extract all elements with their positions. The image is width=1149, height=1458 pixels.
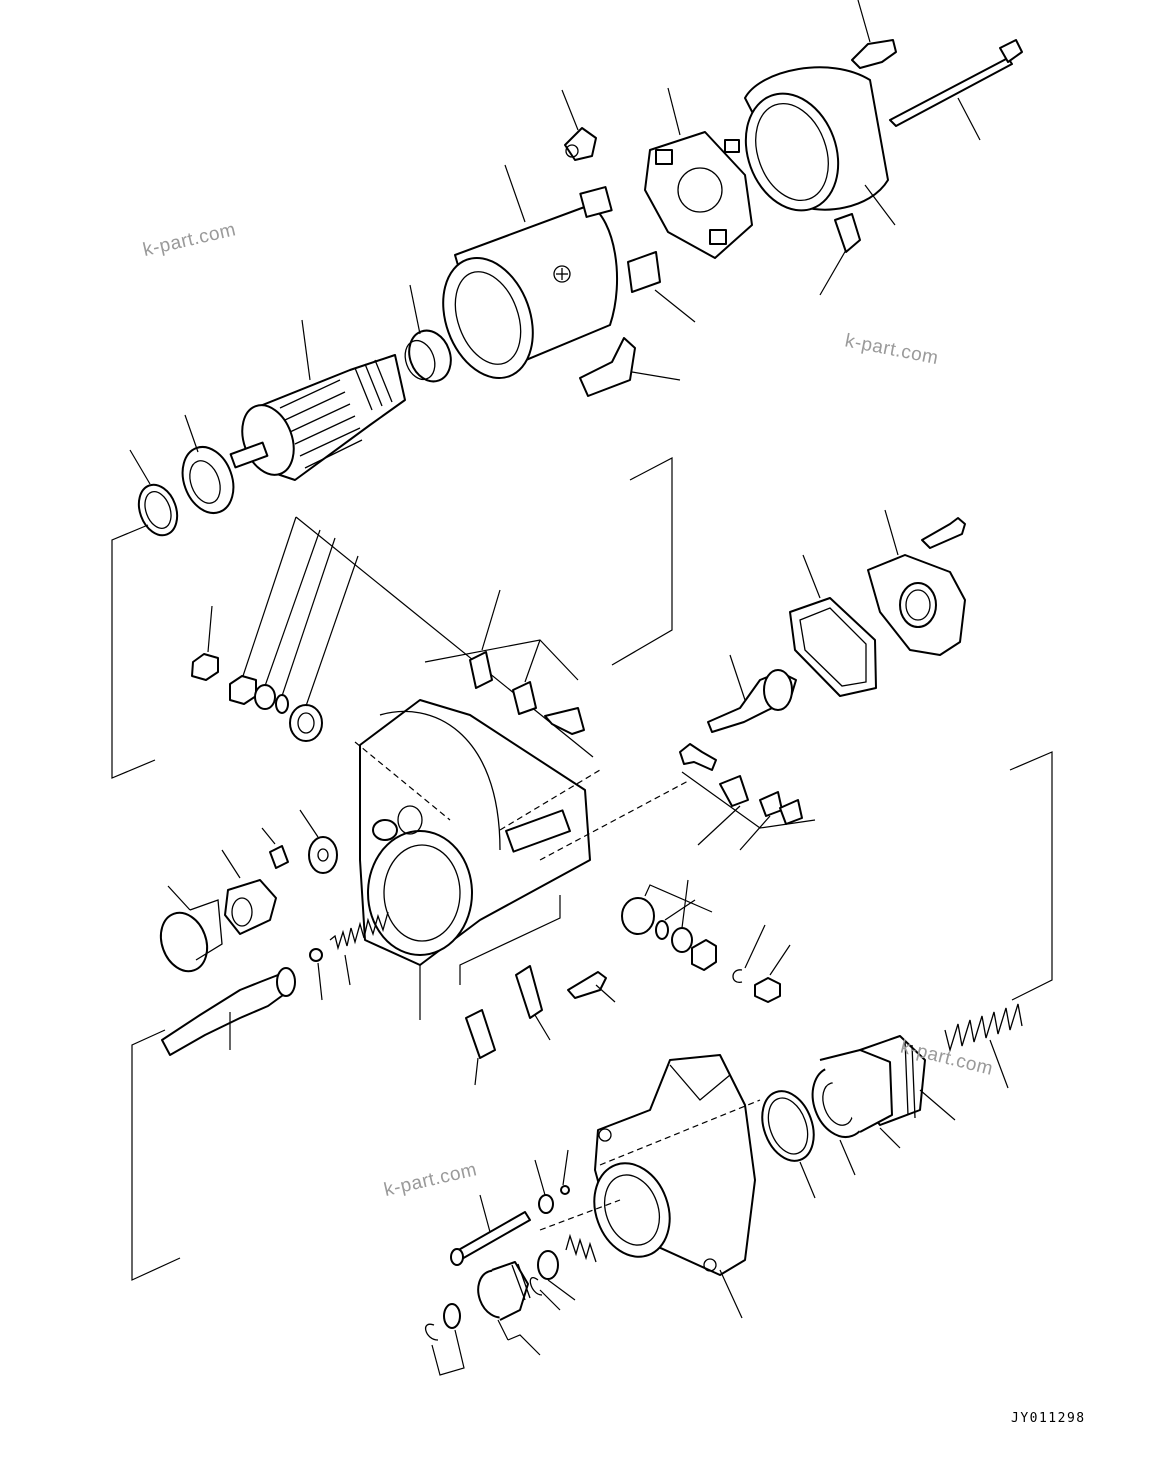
pinion-shaft [161,967,296,1056]
front-housing [593,1054,756,1319]
contact-bolt-set [679,743,816,851]
housing-bolt [567,971,616,1003]
yoke-bolt [851,0,897,69]
pinion-gear [159,885,223,973]
terminal-stud [465,1009,496,1086]
field-coil-yoke [442,164,619,380]
lever-washer [299,809,338,874]
solenoid-cover [867,509,966,656]
pinion-spring [944,1003,1023,1089]
cover-screw [921,517,966,549]
contact-plates [424,589,585,735]
armature-rear-bearing [404,284,452,383]
shift-lever-pin [261,827,289,869]
drive-end-o-ring [761,1090,816,1199]
through-bolt [889,39,1023,141]
group-bracket-left [111,457,673,779]
armature [229,319,406,481]
yoke-housing [744,66,896,226]
plunger [707,654,797,733]
steel-ball [309,948,323,1001]
idler-gear [425,1250,576,1376]
solenoid-gasket [789,554,877,697]
c-clip [732,924,766,983]
dashed-leaders [539,1099,761,1231]
return-spring [329,911,389,986]
terminal-part [819,213,861,296]
field-lead [627,251,696,323]
brush-holder [644,87,753,259]
solenoid-housing [359,699,591,1020]
drawing-code: JY011298 [1011,1411,1086,1426]
left-group-bracket [131,1029,181,1281]
armature-o-ring [129,449,179,537]
overrunning-clutch [811,1049,901,1176]
terminal-nut [754,944,791,1003]
field-terminal [579,337,681,397]
armature-front-bearing [181,414,235,514]
housing-parts-bracket [459,895,561,985]
through-bolt-lower [450,1194,531,1266]
housing-washer [534,1149,570,1214]
idler-spring [565,1233,597,1263]
terminal-nut-set [191,516,594,758]
dashed-group [354,741,691,861]
group-bracket-right [1009,751,1053,1001]
brush-spring-clip [561,89,597,161]
terminal-stud-2 [515,965,551,1041]
terminal-insulator-set [621,879,717,971]
drive-lever [221,849,277,935]
